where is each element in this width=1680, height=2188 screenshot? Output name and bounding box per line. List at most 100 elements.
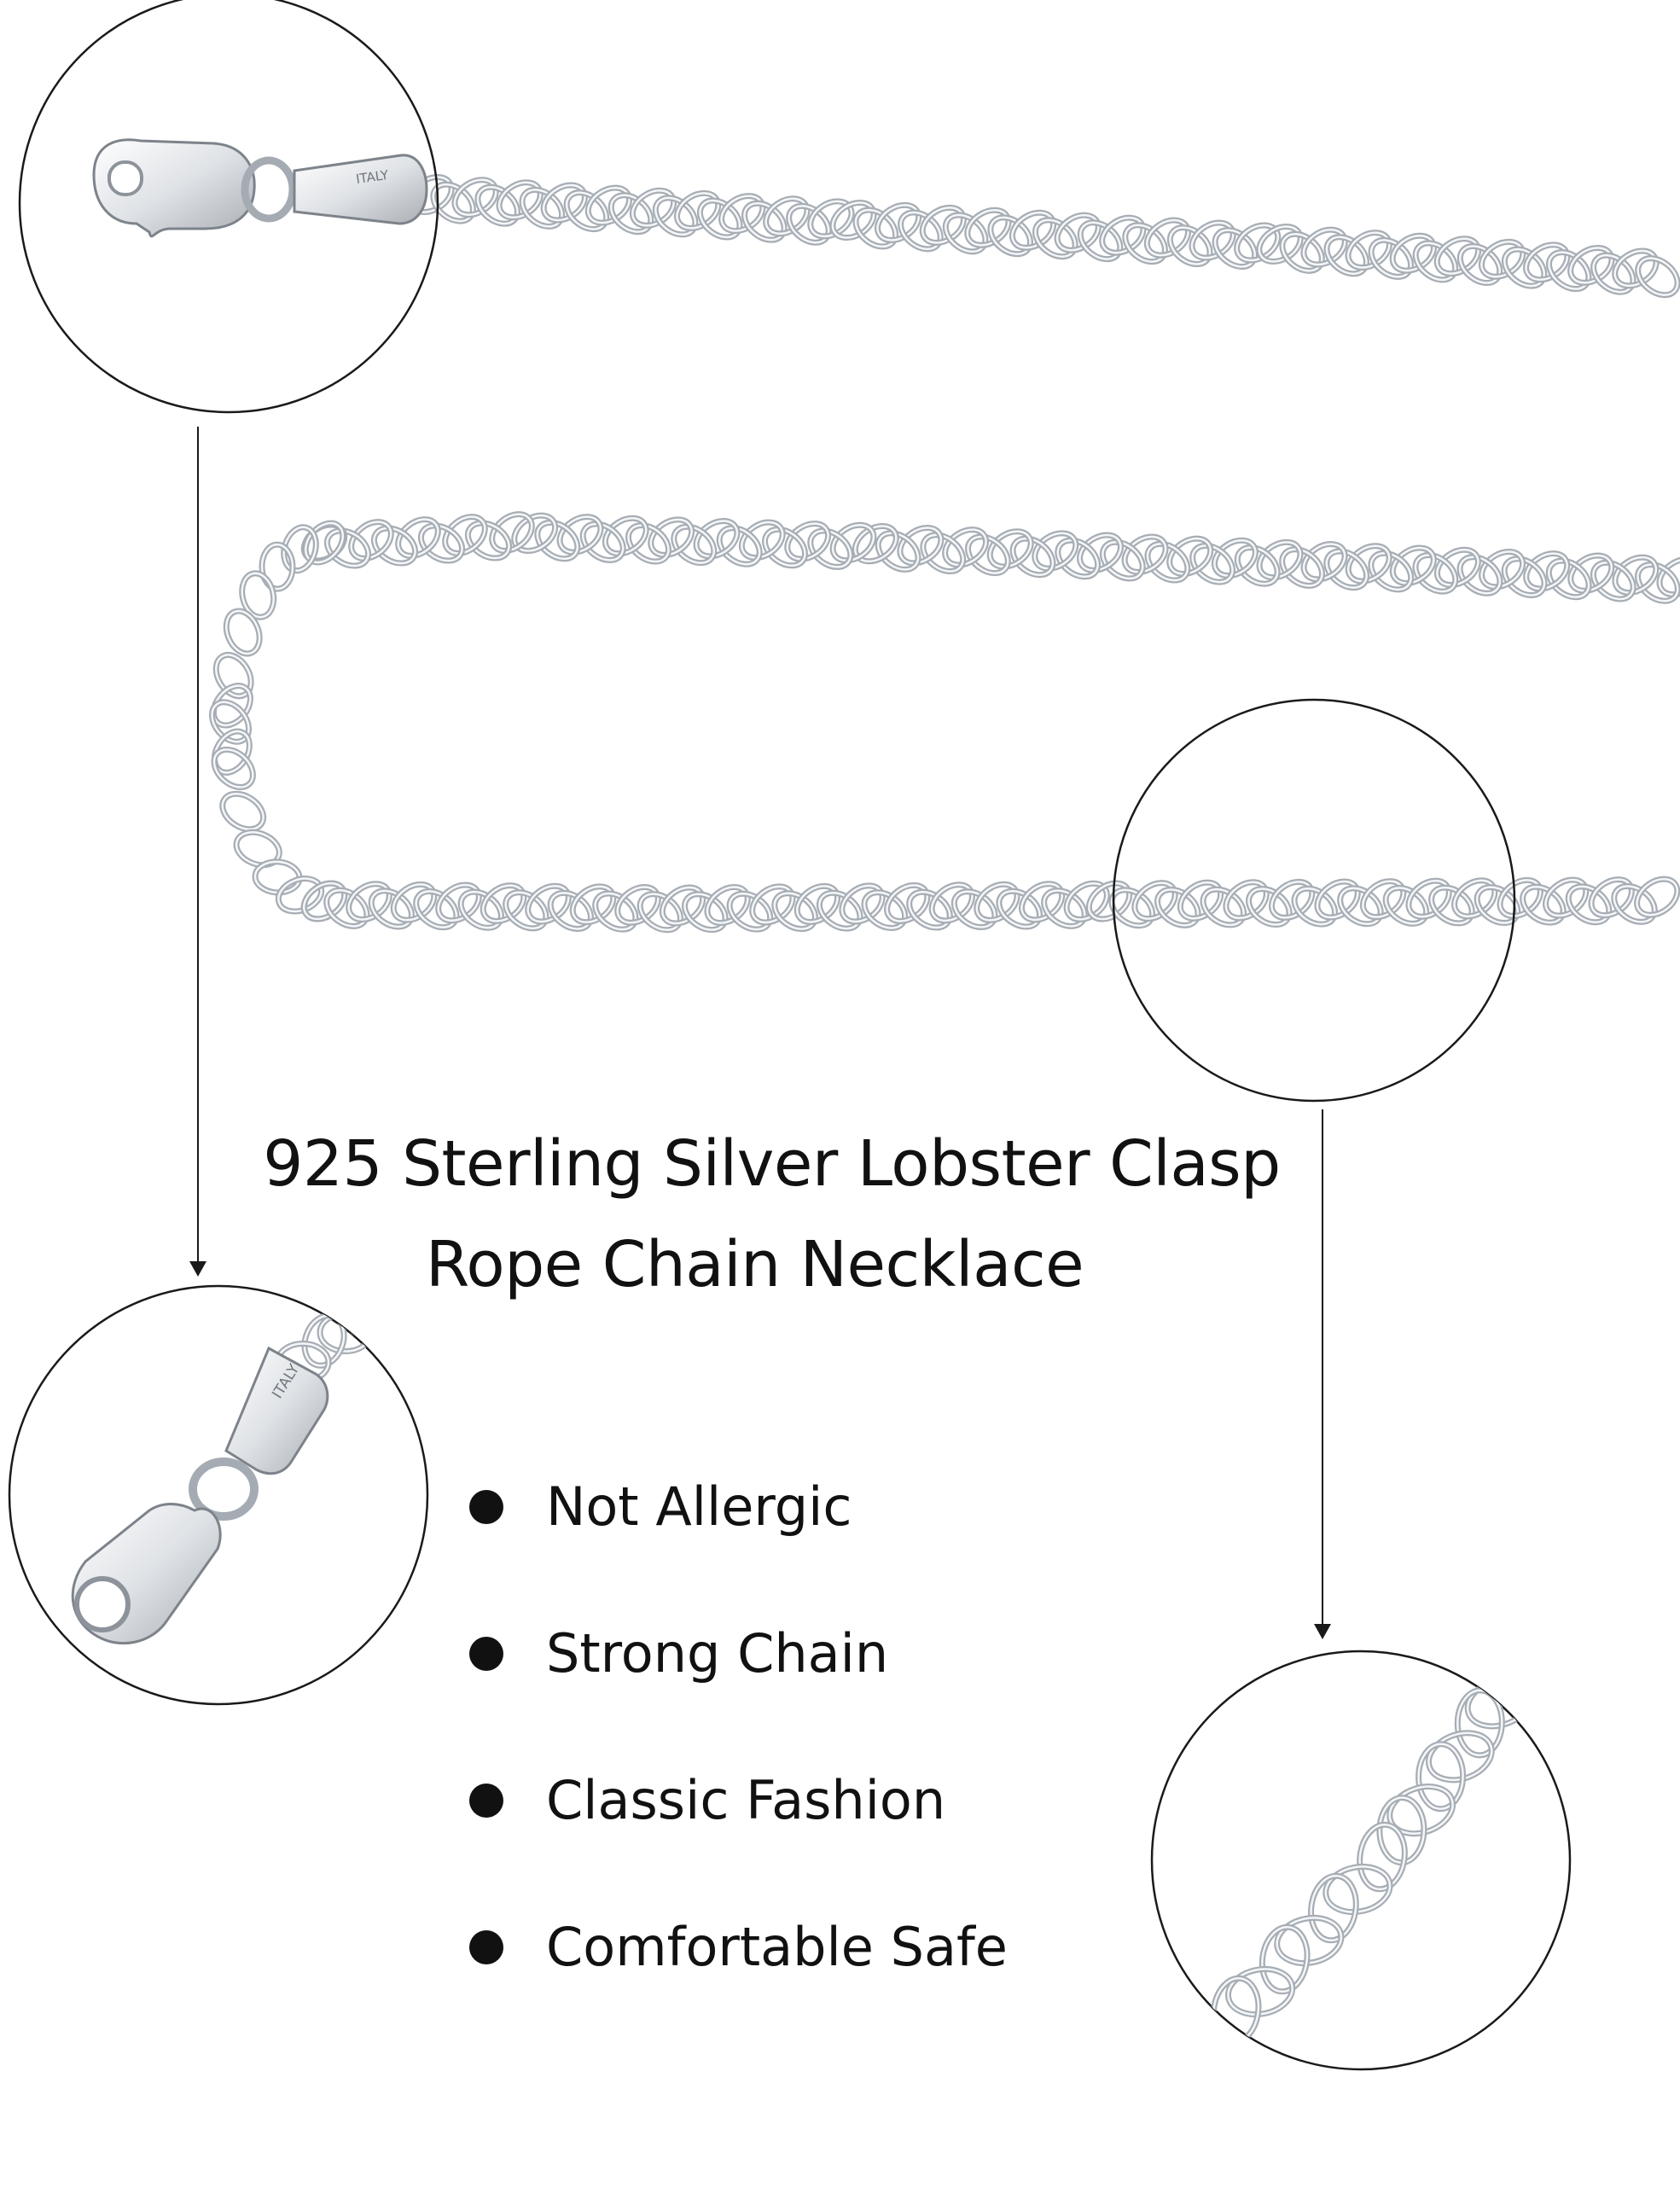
chain-link-highlight — [1658, 558, 1680, 596]
chain-link-highlight — [420, 524, 463, 562]
chain-link-highlight — [809, 529, 852, 568]
chain-link-highlight — [350, 521, 392, 560]
chain-link-highlight — [1592, 562, 1635, 601]
feature-item: Classic Fashion — [469, 1770, 1008, 1831]
chain-link-highlight — [444, 515, 486, 555]
chain-link-highlight — [1056, 538, 1099, 579]
zoom-circle-clasp-detail — [8, 1284, 429, 1706]
chain-link-highlight — [1281, 548, 1323, 587]
chain-link-highlight — [672, 525, 716, 564]
feature-label: Classic Fashion — [546, 1769, 946, 1831]
bullet-icon — [469, 1930, 503, 1964]
chain-link — [1493, 1651, 1544, 1705]
chain-link-highlight — [627, 524, 670, 563]
chain-link-highlight — [1236, 546, 1279, 585]
chain-link-highlight — [1168, 537, 1212, 575]
lobster-clasp: ITALY — [92, 138, 428, 238]
chain-link-highlight — [1369, 552, 1412, 591]
chain-link-highlight — [1227, 1968, 1293, 2016]
chain-link-highlight — [1146, 543, 1189, 582]
chain-link-highlight — [1548, 559, 1590, 598]
chain-link-highlight — [467, 521, 510, 560]
chain-link-highlight — [1436, 549, 1479, 586]
chain-link-highlight — [1033, 532, 1077, 570]
bullet-icon — [469, 1784, 503, 1818]
chain-link-highlight — [397, 518, 439, 557]
chain-link-highlight — [558, 515, 602, 554]
chain-link-highlight — [235, 831, 281, 866]
chain-link-highlight — [1123, 535, 1167, 573]
chain-link-highlight — [221, 793, 264, 830]
chain-link-highlight — [1302, 543, 1346, 581]
chain-link-highlight — [695, 520, 739, 558]
chain-link-highlight — [225, 609, 261, 655]
chain-link-highlight — [989, 530, 1032, 568]
pointer-arrow-right — [1314, 1109, 1331, 1639]
chain-link-highlight — [1346, 544, 1391, 583]
chain-link-highlight — [649, 518, 693, 556]
chain-link-highlight — [1325, 550, 1368, 589]
chain-link-highlight — [764, 528, 806, 567]
feature-label: Strong Chain — [546, 1622, 889, 1685]
product-title-line-1: 925 Sterling Silver Lobster Clasp — [263, 1127, 1281, 1201]
chain-link-highlight — [1503, 557, 1546, 596]
bullet-icon — [469, 1490, 503, 1524]
chain-link-highlight — [1417, 1743, 1464, 1810]
chain-link-highlight — [1569, 554, 1613, 592]
chain-link-highlight — [1310, 1874, 1357, 1942]
chain-link-highlight — [215, 654, 253, 697]
chain-link-highlight — [1102, 541, 1144, 580]
chain-link-highlight — [1261, 1925, 1309, 1993]
chain-link-highlight — [536, 521, 579, 561]
chain-link-highlight — [1427, 1731, 1493, 1782]
chain-link-highlight — [944, 528, 987, 567]
chain-link-highlight — [241, 572, 275, 619]
chain-link-highlight — [1636, 877, 1679, 917]
chain-link-highlight — [1414, 554, 1457, 593]
feature-item: Strong Chain — [469, 1623, 1008, 1685]
feature-list: Not Allergic Strong Chain Classic Fashio… — [469, 1476, 1008, 2063]
chain-link-highlight — [1636, 563, 1679, 602]
chain-link-highlight — [967, 535, 1009, 574]
chain-link-highlight — [1078, 533, 1122, 572]
chain-link-highlight — [211, 701, 250, 743]
zoom-circle-chain — [1112, 698, 1516, 1103]
feature-item: Comfortable Safe — [469, 1917, 1008, 1978]
product-title-line-2: Rope Chain Necklace — [425, 1228, 1084, 1301]
chain-link-highlight — [1191, 544, 1234, 584]
chain-link-highlight — [921, 533, 964, 573]
chain-link-highlight — [1636, 257, 1679, 296]
chain-link-highlight — [718, 527, 761, 566]
chain-link-highlight — [604, 517, 648, 555]
chain-link-highlight — [1456, 1689, 1503, 1757]
chain-link-highlight — [1613, 556, 1658, 594]
chain-link-highlight — [212, 748, 254, 788]
chain-link-highlight — [326, 529, 369, 567]
chain-link-highlight — [1213, 538, 1257, 577]
italy-stamp: ITALY — [355, 167, 390, 187]
chain-link-highlight — [1388, 1785, 1454, 1835]
chain-link-highlight — [898, 527, 943, 565]
chain-link-highlight — [1458, 556, 1502, 595]
chain-link-highlight — [1276, 1917, 1343, 1964]
chain-link-highlight — [373, 527, 416, 565]
chain-link-highlight — [1011, 537, 1055, 576]
chain-link-highlight — [1480, 550, 1524, 588]
feature-item: Not Allergic — [469, 1476, 1008, 1538]
chain-link-highlight — [1525, 552, 1568, 591]
chain-link-highlight — [1495, 1651, 1543, 1703]
rope-chain-upper-strand — [407, 174, 1680, 299]
chain-link-highlight — [491, 513, 533, 552]
chain-link-highlight — [1258, 541, 1302, 579]
zoom-circle-clasp — [18, 0, 439, 414]
chain-link-highlight — [1358, 1823, 1406, 1891]
chain-link-highlight — [786, 522, 829, 561]
chain-link-highlight — [1324, 1865, 1392, 1913]
chain-link-highlight — [831, 524, 875, 562]
bullet-icon — [469, 1637, 503, 1671]
chain-link-highlight — [876, 532, 920, 571]
pointer-arrow-left — [189, 427, 206, 1277]
rope-chain-lower-strand — [208, 511, 1680, 934]
